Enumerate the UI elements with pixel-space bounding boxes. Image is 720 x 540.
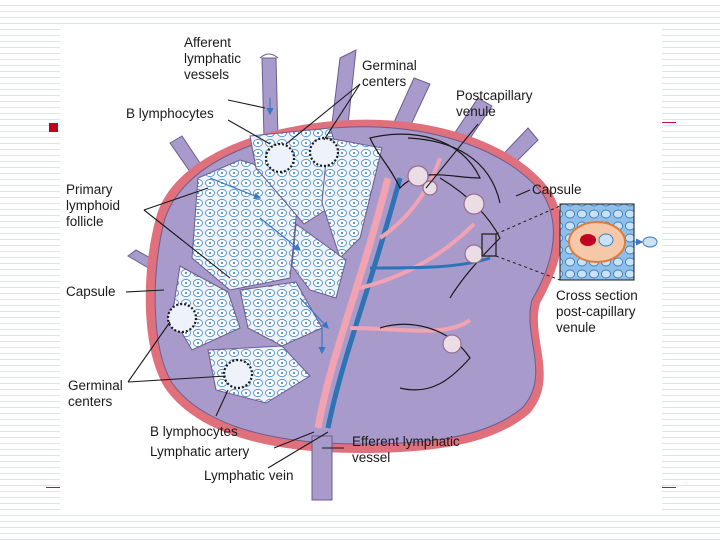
label-lymphatic-vein: Lymphatic vein: [204, 468, 294, 483]
lymph-node-diagram: Afferent lymphatic vessels Germinal cent…: [66, 35, 658, 501]
inset-pointers: [495, 205, 561, 281]
label-efferent-vessel: Efferent lymphatic vessel: [352, 434, 464, 465]
label-afferent-vessels: Afferent lymphatic vessels: [184, 35, 245, 82]
label-capsule-right: Capsule: [532, 182, 582, 197]
slide-rule-bottom-left: [46, 487, 60, 488]
blood-vessels: [314, 157, 491, 429]
label-cross-section: Cross section post-capillary venule: [556, 288, 642, 335]
slide-bullet: [49, 123, 58, 132]
germinal-centers: [166, 136, 340, 390]
cross-section-inset: [559, 203, 658, 281]
label-b-lymphocytes-top: B lymphocytes: [126, 106, 214, 121]
label-postcapillary-venule: Postcapillary venule: [456, 88, 536, 119]
label-capsule-left: Capsule: [66, 284, 116, 299]
label-primary-lymphoid-follicle: Primary lymphoid follicle: [66, 182, 124, 229]
medullary-sinuses: [369, 133, 501, 391]
label-germinal-centers-bottom: Germinal centers: [68, 378, 127, 409]
leader-lines: [125, 83, 531, 469]
label-b-lymphocytes-bottom: B lymphocytes: [150, 424, 238, 439]
lymph-node-figure: Afferent lymphatic vessels Germinal cent…: [60, 28, 662, 510]
label-lymphatic-artery: Lymphatic artery: [150, 444, 250, 459]
efferent-vessel: [311, 435, 333, 501]
label-germinal-centers-top: Germinal centers: [362, 58, 421, 89]
